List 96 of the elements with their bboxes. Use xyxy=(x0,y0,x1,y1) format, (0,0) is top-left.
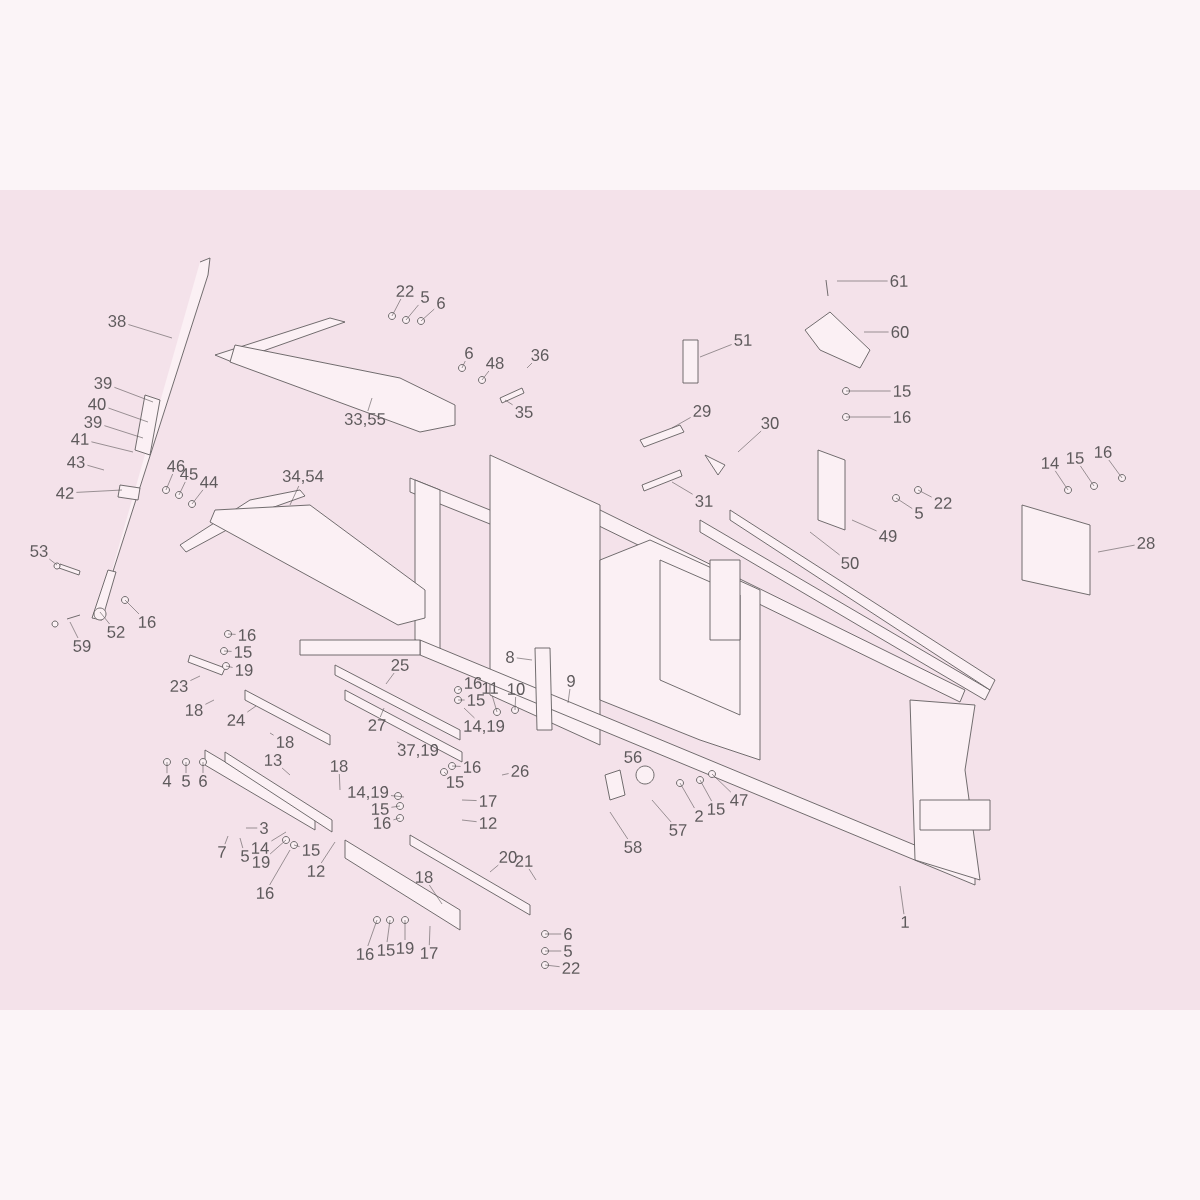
leader-line xyxy=(225,665,233,668)
leader-line xyxy=(461,360,466,369)
leader-line xyxy=(339,773,341,791)
leader-line xyxy=(190,675,201,681)
leader-line xyxy=(114,387,154,403)
leader-line xyxy=(443,771,447,775)
leader-line xyxy=(289,485,300,506)
leader-line xyxy=(385,672,395,685)
leader-line xyxy=(699,344,732,358)
leader-line xyxy=(108,407,149,423)
leader-line xyxy=(528,868,537,881)
leader-line xyxy=(239,837,244,849)
leader-line xyxy=(845,390,891,392)
leader-line xyxy=(367,397,373,412)
leader-line xyxy=(1054,470,1069,491)
leader-line xyxy=(544,933,562,935)
leader-line xyxy=(247,705,257,713)
leader-line xyxy=(393,817,401,821)
callout-number: 53 xyxy=(30,545,48,557)
leader-line xyxy=(429,925,431,946)
leader-line xyxy=(492,695,498,713)
leader-line xyxy=(69,621,79,639)
leader-line xyxy=(737,430,762,453)
leader-line xyxy=(49,558,58,566)
leader-line xyxy=(836,280,888,282)
leader-line xyxy=(390,795,405,798)
leader-line xyxy=(205,699,215,705)
leader-line xyxy=(269,839,287,855)
leader-line xyxy=(76,489,123,493)
leader-line xyxy=(671,481,693,495)
leader-line xyxy=(405,304,419,321)
leader-line xyxy=(567,688,571,704)
leader-line xyxy=(544,950,562,952)
leader-line xyxy=(386,919,391,943)
leader-line xyxy=(404,919,406,941)
leader-line xyxy=(223,650,232,652)
leader-line xyxy=(396,741,405,746)
leader-line xyxy=(281,767,291,776)
leader-line xyxy=(451,765,461,767)
leader-line xyxy=(165,473,173,491)
leader-line xyxy=(379,707,385,718)
callout-number: 28 xyxy=(1137,537,1155,549)
leader-line xyxy=(457,688,462,691)
leader-line xyxy=(526,362,533,369)
leader-line xyxy=(293,844,300,847)
leader-line xyxy=(899,885,905,915)
leader-line xyxy=(1080,465,1095,487)
leader-line xyxy=(391,805,401,808)
leader-line xyxy=(699,779,712,802)
leader-line xyxy=(809,531,840,556)
leader-line xyxy=(516,657,533,661)
leader-line xyxy=(845,416,891,418)
leader-line xyxy=(185,761,187,774)
leader-line xyxy=(504,399,513,406)
leader-line xyxy=(320,841,336,864)
leader-line xyxy=(224,835,229,845)
leader-line xyxy=(104,425,144,439)
leader-line xyxy=(99,611,110,625)
leader-line xyxy=(429,884,443,905)
leader-line xyxy=(178,481,186,496)
leader-line xyxy=(895,497,913,509)
leader-line xyxy=(391,298,402,317)
leader-line xyxy=(671,417,691,429)
leader-line xyxy=(917,489,932,498)
leader-line xyxy=(481,370,490,381)
leader-line xyxy=(461,819,477,822)
leader-line xyxy=(191,489,204,505)
leader-line xyxy=(679,782,695,809)
leader-line xyxy=(544,964,560,967)
leader-line xyxy=(851,519,877,532)
leader-line xyxy=(489,864,499,873)
leader-line xyxy=(609,811,629,840)
leader-line xyxy=(87,464,105,471)
leader-line xyxy=(501,773,509,776)
leader-line xyxy=(463,707,475,719)
leader-line xyxy=(128,324,173,339)
leader-line xyxy=(420,308,435,322)
leader-line xyxy=(245,827,258,829)
leader-line xyxy=(514,696,516,711)
leader-line xyxy=(124,599,140,615)
leader-line xyxy=(166,761,168,774)
leader-line xyxy=(269,849,291,886)
leader-line xyxy=(711,773,732,793)
leader-line xyxy=(202,761,204,774)
leader-line xyxy=(651,799,672,823)
leader-line xyxy=(269,732,274,736)
leader-line xyxy=(457,699,465,701)
leader-line xyxy=(1108,459,1123,479)
leader-line xyxy=(1097,544,1135,553)
leader-line xyxy=(271,831,287,842)
leader-line xyxy=(863,331,889,333)
leader-line xyxy=(461,799,477,801)
leader-line xyxy=(227,633,236,635)
leader-line xyxy=(91,441,134,453)
leader-line xyxy=(367,919,378,947)
callout-number: 22 xyxy=(562,962,580,974)
